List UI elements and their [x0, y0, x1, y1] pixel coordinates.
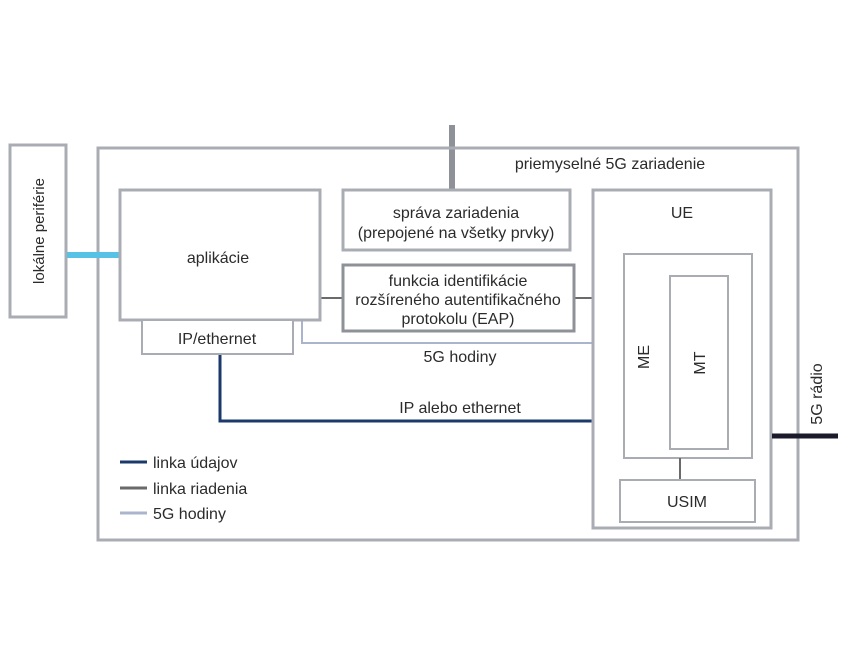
eap-label-line3: protokolu (EAP): [402, 311, 515, 328]
applications-label: aplikácie: [187, 250, 249, 267]
legend-label-control-link: linka riadenia: [153, 481, 247, 498]
mt-label: MT: [692, 351, 709, 374]
local-peripherals-label: lokálne periférie: [31, 178, 48, 284]
local-peripherals-box: [8, 143, 68, 319]
clock-link-label: 5G hodiny: [424, 349, 497, 366]
data-link-label: IP alebo ethernet: [399, 400, 521, 417]
legend-label-data-link: linka údajov: [153, 455, 238, 472]
usim-label: USIM: [667, 494, 707, 511]
ip-ethernet-box: [141, 319, 294, 355]
data-link: [218, 355, 624, 423]
radio-label: 5G rádio: [809, 363, 826, 424]
ue-label: UE: [671, 205, 693, 222]
device-management-label-line2: (prepojené na všetky prvky): [358, 225, 555, 242]
device-management-box: [341, 188, 572, 252]
me-label: ME: [636, 345, 653, 369]
usim-box: [619, 479, 756, 523]
legend: linka údajov linka riadenia 5G hodiny: [120, 455, 247, 523]
eap-function-box: [341, 263, 576, 333]
device-management-label-line1: správa zariadenia: [393, 205, 519, 222]
clock-link: [301, 320, 624, 344]
eap-label-line2: rozšíreného autentifikačného: [355, 292, 561, 309]
industrial-device-box: [96, 146, 800, 542]
ip-ethernet-label: IP/ethernet: [178, 331, 257, 348]
mt-box: [669, 275, 729, 450]
device-title: priemyselné 5G zariadenie: [515, 156, 705, 173]
applications-box: [118, 188, 322, 322]
eap-label-line1: funkcia identifikácie: [389, 273, 528, 290]
legend-label-clock-link: 5G hodiny: [153, 506, 226, 523]
